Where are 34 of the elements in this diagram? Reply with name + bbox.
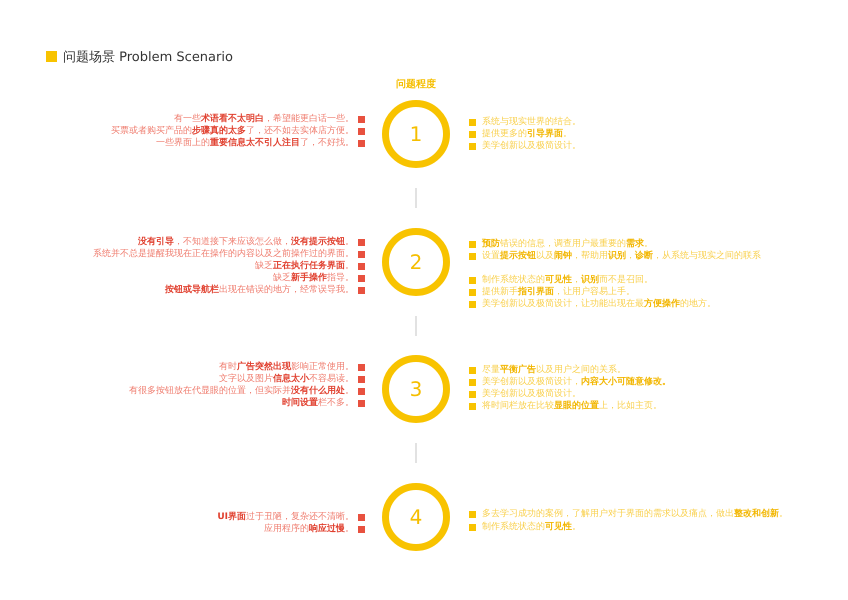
list-text: 系统并不总是提醒我现在正在操作的内容以及之前操作过的界面。 (93, 249, 354, 259)
list-text: 美学创新以及极简设计，让功能出现在最方便操作的地方。 (482, 299, 716, 309)
list-text: 多去学习成功的案例，了解用户对于界面的需求以及痛点，做出整改和创新。 (482, 509, 788, 519)
list-text: UI界面过于丑陋，复杂还不清晰。 (217, 512, 354, 522)
list-text: 缺乏正在执行任务界面。 (255, 261, 354, 271)
title: 问题场景 Problem Scenario (63, 50, 233, 65)
level-circle: 3 (382, 355, 450, 423)
list-text: 提供新手指引界面，让用户容易上手。 (482, 287, 635, 297)
list-text: 预防错误的信息，调查用户最重要的需求。 (482, 239, 653, 249)
list-text: 系统与现实世界的结合。 (482, 117, 581, 127)
list-text: 按钮或导航栏出现在错误的地方，经常误导我。 (165, 285, 354, 295)
list-text: 制作系统状态的可见性。 (482, 522, 581, 532)
list-text: 有很多按钮放在代显眼的位置，但实际并没有什么用处。 (129, 386, 354, 396)
list-text: 美学创新以及极简设计，内容大小可随意修改。 (482, 377, 671, 387)
list-text: 提供更多的引导界面。 (482, 129, 572, 139)
list-text: 应用程序的响应过慢。 (264, 524, 354, 534)
level-circle: 1 (382, 100, 450, 168)
list-text: 美学创新以及极简设计。 (482, 389, 581, 399)
list-text: 有一些术语看不太明白，希望能更白话一些。 (174, 114, 354, 124)
list-text: 没有引导，不知道接下来应该怎么做，没有提示按钮。 (138, 237, 354, 247)
list-text: 将时间栏放在比较显眼的位置上，比如主页。 (482, 401, 662, 411)
level-circle: 4 (382, 483, 450, 551)
list-text: 尽量平衡广告以及用户之间的关系。 (482, 365, 626, 375)
list-text: 美学创新以及极简设计。 (482, 141, 581, 151)
list-text: 时间设置栏不多。 (282, 398, 354, 408)
list-text: 有时广告突然出现影响正常使用。 (219, 362, 354, 372)
list-text: 文字以及图片信息太小不容易读。 (219, 374, 354, 384)
level-circle: 2 (382, 228, 450, 296)
list-text: 缺乏新手操作指导。 (273, 273, 354, 283)
list-text: 买票或者购买产品的步骤真的太多了，还不如去实体店方便。 (111, 126, 354, 136)
list-text: 设置提示按钮以及闹钟，帮助用识别，诊断，从系统与现实之间的联系 (482, 251, 761, 261)
list-text: 一些界面上的重要信息太不引人注目了，不好找。 (156, 138, 354, 148)
column-heading: 问题程度 (395, 77, 437, 91)
list-text: 制作系统状态的可见性，识别而不是召回。 (482, 275, 653, 285)
